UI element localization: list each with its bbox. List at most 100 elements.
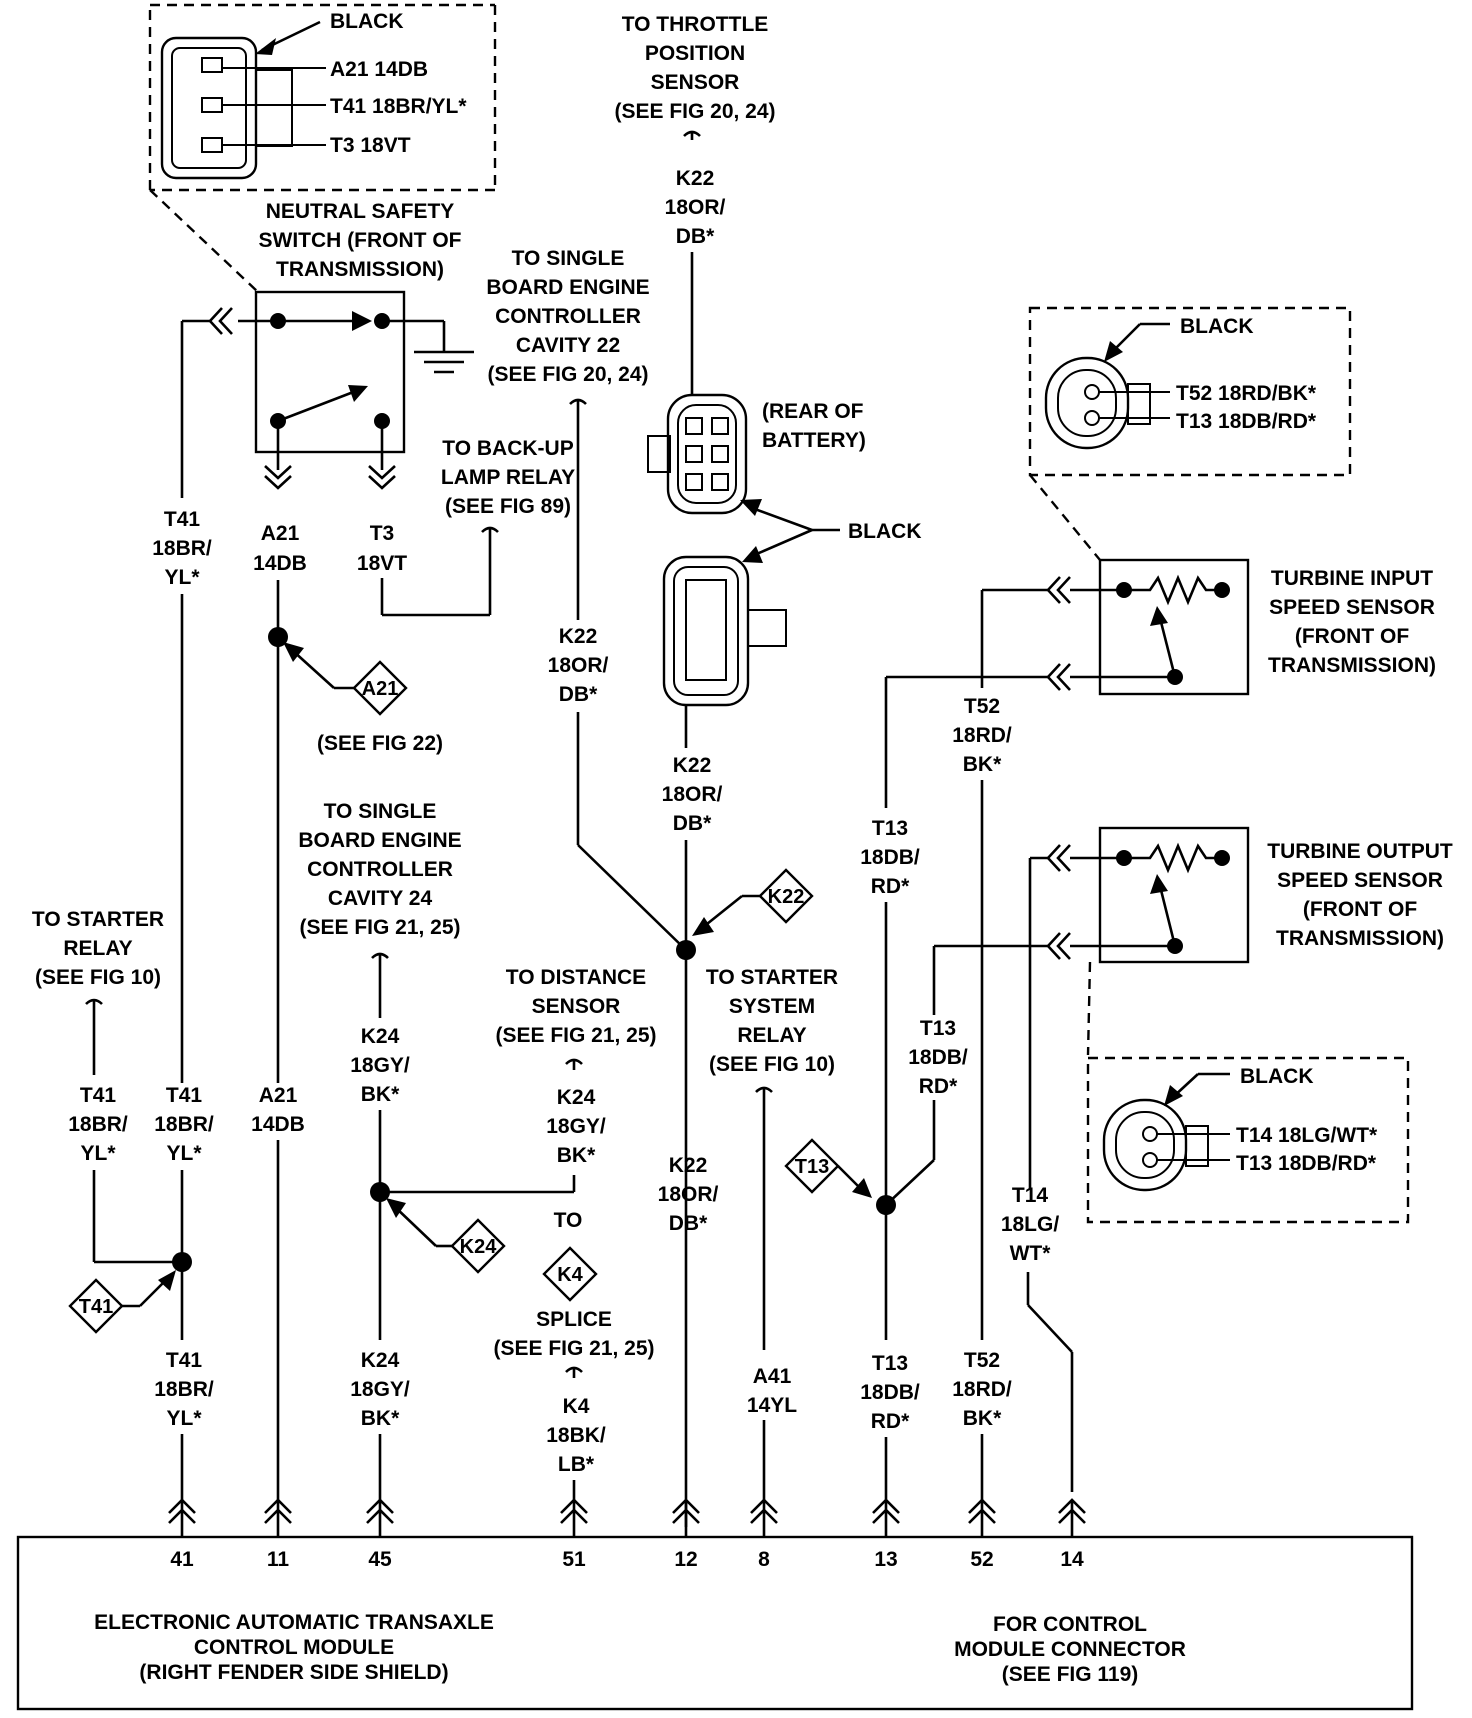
svg-text:(SEE FIG 20, 24): (SEE FIG 20, 24) [614, 100, 775, 123]
svg-text:SENSOR: SENSOR [651, 71, 740, 94]
k22-splice-dot [676, 940, 696, 960]
t41-wire-label: T41 18BR/ YL* [152, 508, 212, 589]
battery-connector-female [647, 393, 748, 515]
t41-splice-callout: T41 [68, 1270, 176, 1334]
to-distance-sensor: TO DISTANCE SENSOR (SEE FIG 21, 25) [495, 966, 657, 1070]
t41-splice-dot [172, 1252, 192, 1272]
svg-text:TO STARTER: TO STARTER [32, 908, 164, 931]
t41-b-wire-label: T41 18BR/ YL* [68, 1084, 128, 1165]
svg-text:18BK/: 18BK/ [546, 1424, 606, 1447]
svg-text:TRANSMISSION): TRANSMISSION) [1268, 654, 1436, 677]
module-title: CONTROL MODULE [194, 1636, 394, 1659]
svg-text:T52: T52 [964, 1349, 1000, 1372]
t13-b-wire-label: T13 18DB/ RD* [908, 1017, 968, 1098]
module-connector-chevrons [168, 1498, 1086, 1537]
svg-text:14YL: 14YL [747, 1394, 797, 1417]
k22-splice-callout: K22 [692, 868, 814, 936]
svg-text:SPEED SENSOR: SPEED SENSOR [1277, 869, 1443, 892]
a21-see-fig: (SEE FIG 22) [317, 732, 443, 755]
svg-text:YL*: YL* [166, 1142, 202, 1165]
svg-text:K24: K24 [557, 1086, 596, 1109]
pin-number: 13 [874, 1548, 897, 1571]
svg-text:BATTERY): BATTERY) [762, 429, 866, 452]
pin-number: 45 [368, 1548, 392, 1571]
svg-text:18OR/: 18OR/ [662, 783, 723, 806]
toss-title: TURBINE OUTPUT SPEED SENSOR (FRONT OF TR… [1267, 840, 1453, 950]
k4-splice-callout: K4 SPLICE (SEE FIG 21, 25) [493, 1246, 655, 1378]
t52-b-wire-label: T52 18RD/ BK* [952, 1349, 1012, 1430]
to-sbec-cavity-24: TO SINGLE BOARD ENGINE CONTROLLER CAVITY… [298, 800, 462, 966]
a21-splice-callout: A21 (SEE FIG 22) [283, 642, 443, 755]
svg-text:18GY/: 18GY/ [350, 1378, 410, 1401]
to-starter-relay: TO STARTER RELAY (SEE FIG 10) [32, 908, 164, 1012]
k22-mid2-wire-label: K22 18OR/ DB* [548, 625, 609, 706]
svg-text:18BR/: 18BR/ [154, 1378, 214, 1401]
svg-text:T3: T3 [370, 522, 395, 545]
svg-text:(SEE FIG 20, 24): (SEE FIG 20, 24) [487, 363, 648, 386]
svg-text:T41: T41 [164, 508, 201, 531]
svg-text:SENSOR: SENSOR [532, 995, 621, 1018]
pin-number: 52 [970, 1548, 993, 1571]
svg-text:(SEE FIG 89): (SEE FIG 89) [445, 495, 571, 518]
svg-text:18VT: 18VT [357, 552, 407, 575]
svg-text:18GY/: 18GY/ [546, 1115, 606, 1138]
nss-title: NEUTRAL SAFETY SWITCH (FRONT OF TRANSMIS… [259, 200, 462, 281]
svg-text:18RD/: 18RD/ [952, 724, 1012, 747]
svg-text:YL*: YL* [80, 1142, 116, 1165]
t52-wire-label: T52 18RD/ BK* [952, 695, 1012, 776]
t14-wire-label: T14 18LG/ WT* [1001, 1184, 1060, 1265]
module-title: (RIGHT FENDER SIDE SHIELD) [139, 1661, 448, 1684]
svg-text:YL*: YL* [164, 566, 200, 589]
svg-text:T14: T14 [1012, 1184, 1049, 1207]
pin-number: 14 [1060, 1548, 1084, 1571]
k22-low-wire-label: K22 18OR/ DB* [658, 1154, 719, 1235]
svg-text:RD*: RD* [919, 1075, 958, 1098]
svg-text:SPLICE: SPLICE [536, 1308, 612, 1331]
svg-text:DB*: DB* [559, 683, 598, 706]
tiss-color-label: BLACK [1180, 315, 1254, 338]
a21-b-wire-label: A21 14DB [251, 1084, 305, 1136]
svg-text:CAVITY 24: CAVITY 24 [328, 887, 433, 910]
a21-diamond-label: A21 [362, 678, 399, 700]
svg-text:(SEE FIG 21, 25): (SEE FIG 21, 25) [493, 1337, 654, 1360]
svg-text:(REAR OF: (REAR OF [762, 400, 864, 423]
svg-text:BK*: BK* [963, 753, 1002, 776]
tiss-pin-label: T52 18RD/BK* [1176, 382, 1317, 405]
svg-text:T41: T41 [166, 1084, 203, 1107]
k24-wire-label: K24 18GY/ BK* [350, 1025, 410, 1106]
connector-note: (SEE FIG 119) [1002, 1663, 1139, 1686]
turbine-input-speed-sensor [886, 558, 1250, 696]
k24-splice-callout: K24 [386, 1198, 506, 1274]
svg-text:18OR/: 18OR/ [665, 196, 726, 219]
tiss-title: TURBINE INPUT SPEED SENSOR (FRONT OF TRA… [1268, 567, 1436, 677]
svg-text:CONTROLLER: CONTROLLER [495, 305, 641, 328]
svg-text:TURBINE INPUT: TURBINE INPUT [1271, 567, 1433, 590]
svg-text:(SEE FIG 10): (SEE FIG 10) [709, 1053, 835, 1076]
svg-text:18DB/: 18DB/ [908, 1046, 968, 1069]
svg-text:18BR/: 18BR/ [68, 1113, 128, 1136]
svg-text:T13: T13 [872, 1352, 908, 1375]
k24-c-wire-label: K24 18GY/ BK* [350, 1349, 410, 1430]
svg-text:18OR/: 18OR/ [548, 654, 609, 677]
svg-text:(SEE FIG 21, 25): (SEE FIG 21, 25) [299, 916, 460, 939]
k4-wire-label: K4 18BK/ LB* [546, 1395, 606, 1476]
svg-text:(SEE FIG 21, 25): (SEE FIG 21, 25) [495, 1024, 656, 1047]
svg-text:K22: K22 [673, 754, 712, 777]
battery-label: (REAR OF BATTERY) [762, 400, 866, 452]
t3-wire-label: T3 18VT [357, 522, 407, 575]
toss-pin-label: T14 18LG/WT* [1236, 1124, 1378, 1147]
svg-text:TO BACK-UP: TO BACK-UP [442, 437, 573, 460]
svg-text:TO SINGLE: TO SINGLE [512, 247, 625, 270]
t13-diamond-label: T13 [795, 1156, 829, 1178]
nss-pin-label: T3 18VT [330, 134, 411, 157]
svg-text:A21: A21 [261, 522, 300, 545]
svg-text:TRANSMISSION): TRANSMISSION) [276, 258, 444, 281]
svg-text:NEUTRAL SAFETY: NEUTRAL SAFETY [266, 200, 455, 223]
svg-text:(FRONT OF: (FRONT OF [1295, 625, 1409, 648]
svg-text:T13: T13 [872, 817, 908, 840]
svg-text:LAMP RELAY: LAMP RELAY [441, 466, 575, 489]
connector-note: FOR CONTROL [993, 1613, 1147, 1636]
svg-text:RELAY: RELAY [737, 1024, 806, 1047]
nss-pin-label: T41 18BR/YL* [330, 95, 467, 118]
svg-text:14DB: 14DB [253, 552, 307, 575]
